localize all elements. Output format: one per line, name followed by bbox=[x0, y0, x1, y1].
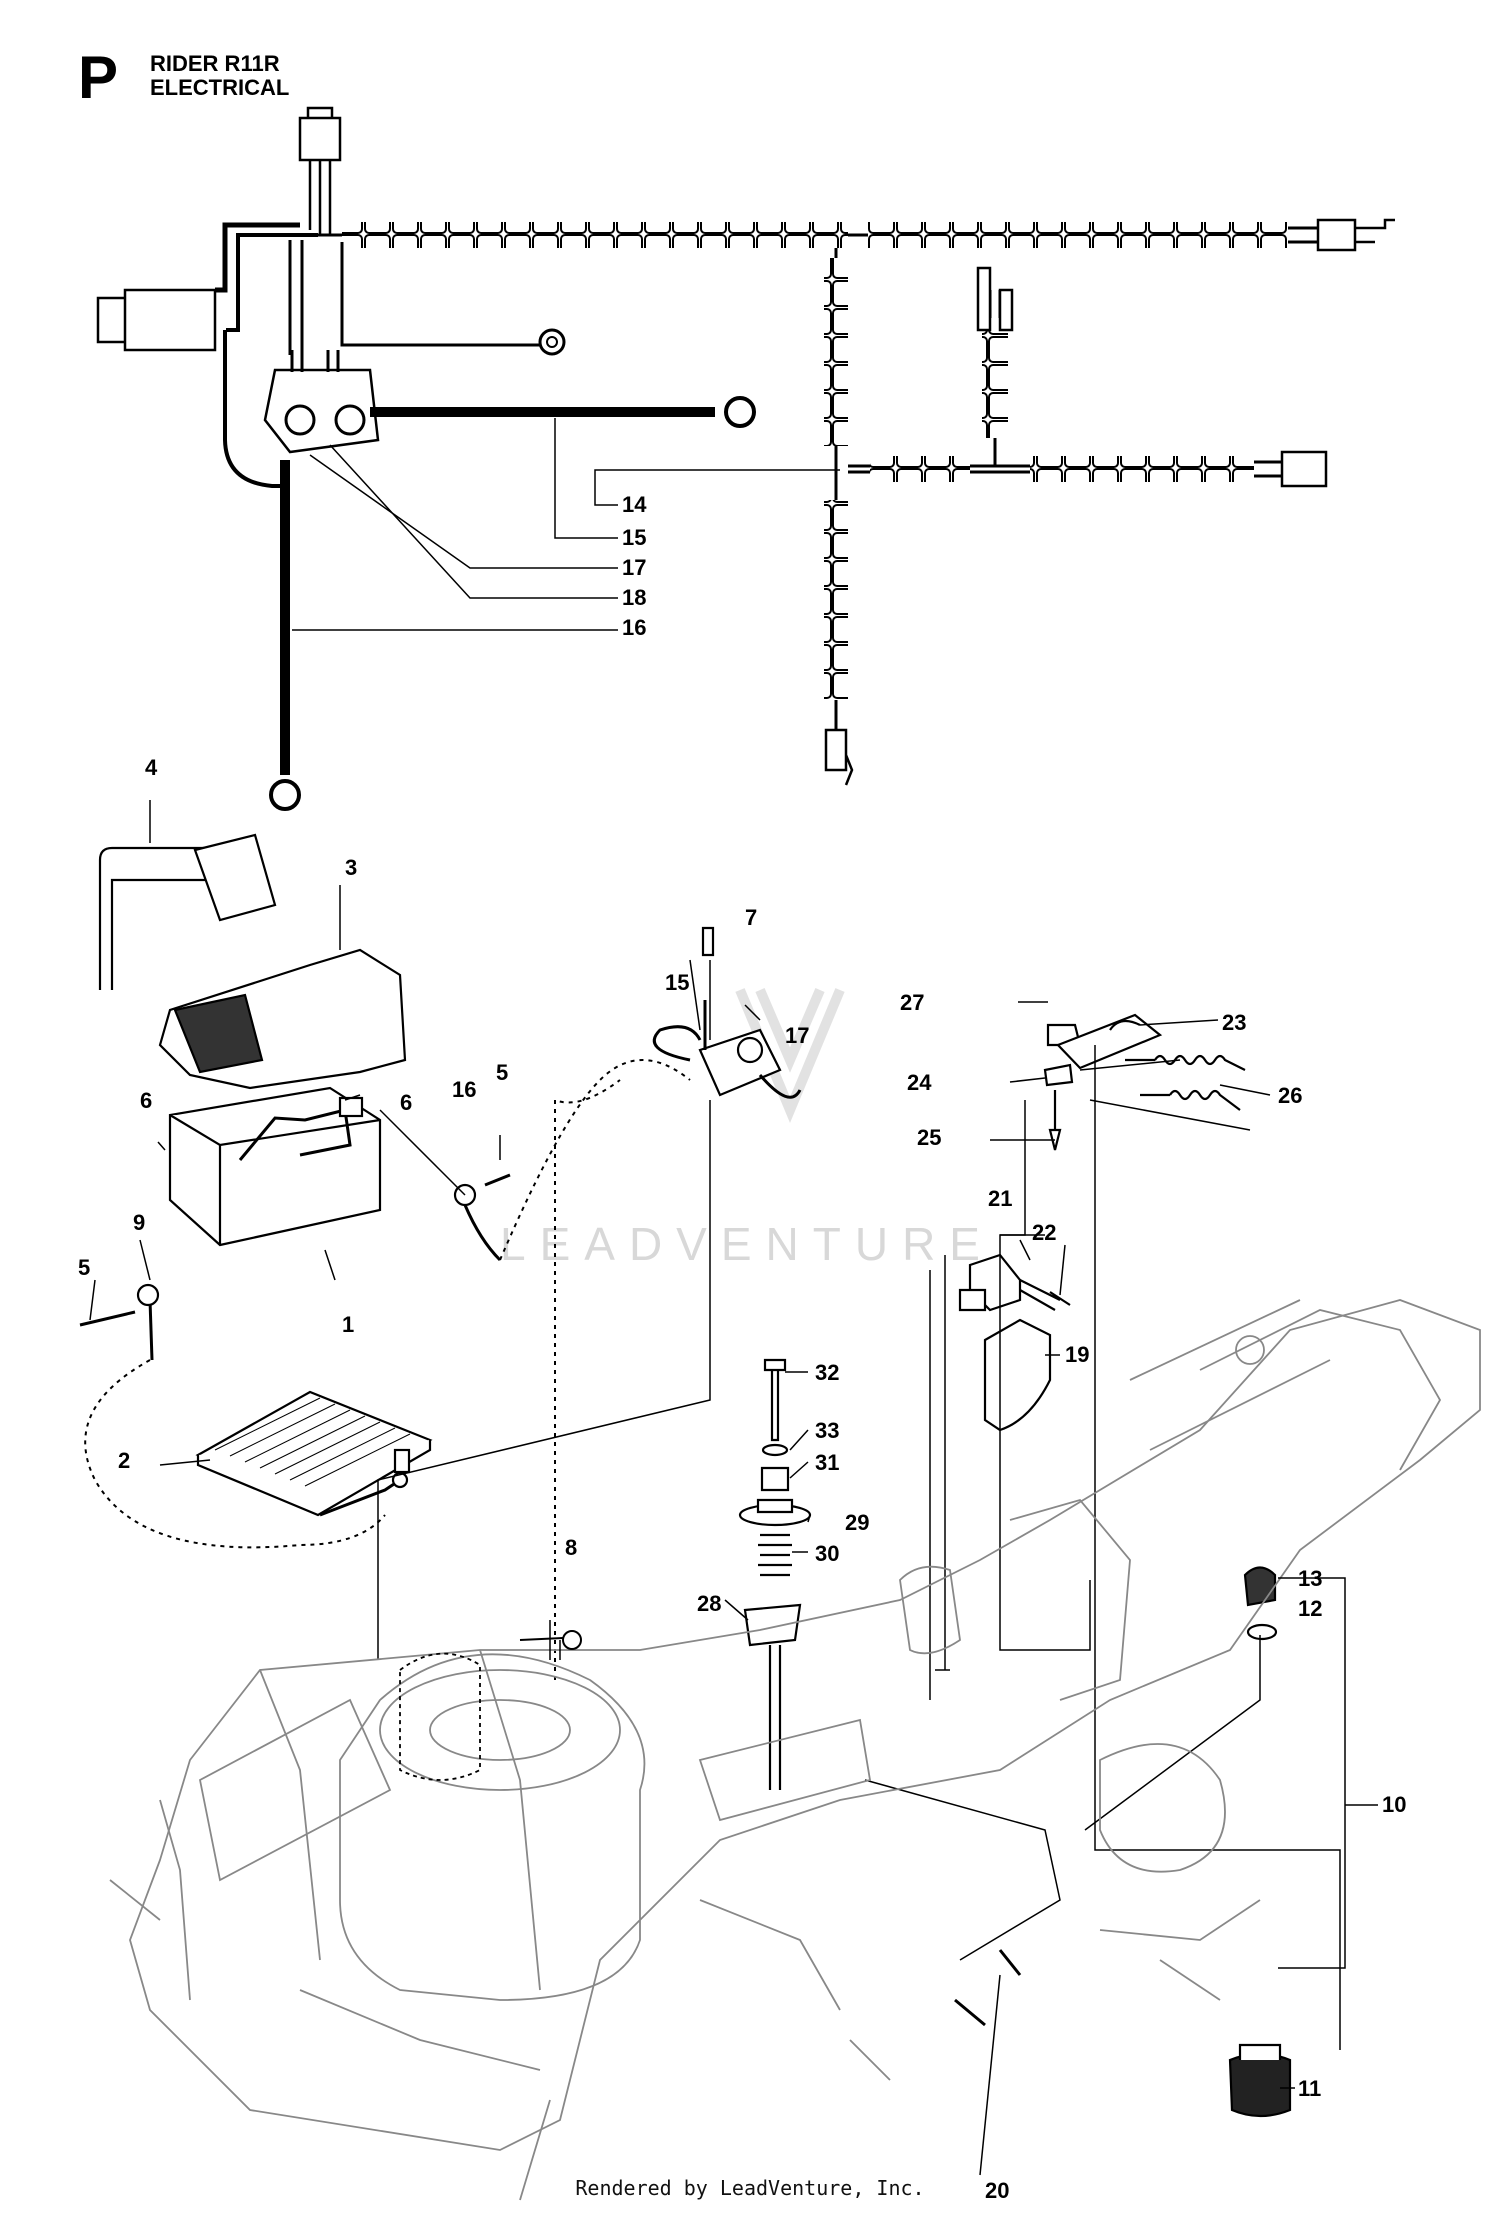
callout-5-lower: 5 bbox=[78, 1255, 90, 1280]
callout-29: 29 bbox=[845, 1510, 869, 1535]
switch-assembly bbox=[738, 1013, 1341, 2118]
callout-7: 7 bbox=[745, 905, 757, 930]
callout-16-lower: 16 bbox=[452, 1077, 476, 1102]
callout-15-harness: 15 bbox=[622, 525, 646, 550]
diagram-title-section: ELECTRICAL bbox=[150, 75, 290, 100]
callout-26: 26 bbox=[1278, 1083, 1302, 1108]
callout-24: 24 bbox=[907, 1070, 932, 1095]
callout-10: 10 bbox=[1382, 1792, 1406, 1817]
callout-9: 9 bbox=[133, 1210, 145, 1235]
diagram-title-model: RIDER R11R bbox=[150, 51, 280, 76]
callout-5-upper: 5 bbox=[496, 1060, 508, 1085]
callout-14: 14 bbox=[622, 492, 647, 517]
callout-23: 23 bbox=[1222, 1010, 1246, 1035]
callout-6-left: 6 bbox=[140, 1088, 152, 1113]
callout-leaders bbox=[89, 959, 1378, 2176]
callout-6-right: 6 bbox=[400, 1090, 412, 1115]
watermark: LEADVENTURE bbox=[500, 988, 994, 1270]
callout-11: 11 bbox=[1298, 2076, 1321, 2101]
harness-loom-main-right bbox=[868, 222, 1288, 248]
callout-27: 27 bbox=[900, 990, 924, 1015]
callout-30: 30 bbox=[815, 1541, 839, 1566]
callout-12: 12 bbox=[1298, 1596, 1322, 1621]
section-letter: P bbox=[78, 44, 119, 111]
callout-1: 1 bbox=[342, 1312, 354, 1337]
harness-loom-main-left bbox=[342, 222, 848, 248]
callout-25: 25 bbox=[917, 1125, 941, 1150]
engine-fasteners bbox=[519, 1620, 582, 1660]
callout-numbers: 1 2 3 4 5 5 6 6 7 8 9 10 11 12 13 14 15 … bbox=[78, 492, 1406, 2203]
callout-4: 4 bbox=[145, 755, 158, 780]
callout-33: 33 bbox=[815, 1418, 839, 1443]
callout-13: 13 bbox=[1298, 1566, 1322, 1591]
callout-28: 28 bbox=[697, 1591, 721, 1616]
callout-15-lower: 15 bbox=[665, 970, 689, 995]
callout-19: 19 bbox=[1065, 1342, 1089, 1367]
callout-22: 22 bbox=[1032, 1220, 1056, 1245]
watermark-text: LEADVENTURE bbox=[500, 1218, 994, 1270]
callout-16-harness: 16 bbox=[622, 615, 646, 640]
callout-18: 18 bbox=[622, 585, 646, 610]
callout-3: 3 bbox=[345, 855, 357, 880]
callout-2: 2 bbox=[118, 1448, 130, 1473]
callout-21: 21 bbox=[988, 1186, 1012, 1211]
mower-frame bbox=[109, 1299, 1481, 2201]
callout-31: 31 bbox=[815, 1450, 839, 1475]
callout-17-harness: 17 bbox=[622, 555, 646, 580]
callout-17-lower: 17 bbox=[785, 1023, 809, 1048]
callout-20: 20 bbox=[985, 2178, 1009, 2203]
callout-8: 8 bbox=[565, 1535, 577, 1560]
wiring-harness bbox=[96, 106, 1395, 811]
footer-credit: Rendered by LeadVenture, Inc. bbox=[575, 2176, 925, 2200]
callout-32: 32 bbox=[815, 1360, 839, 1385]
